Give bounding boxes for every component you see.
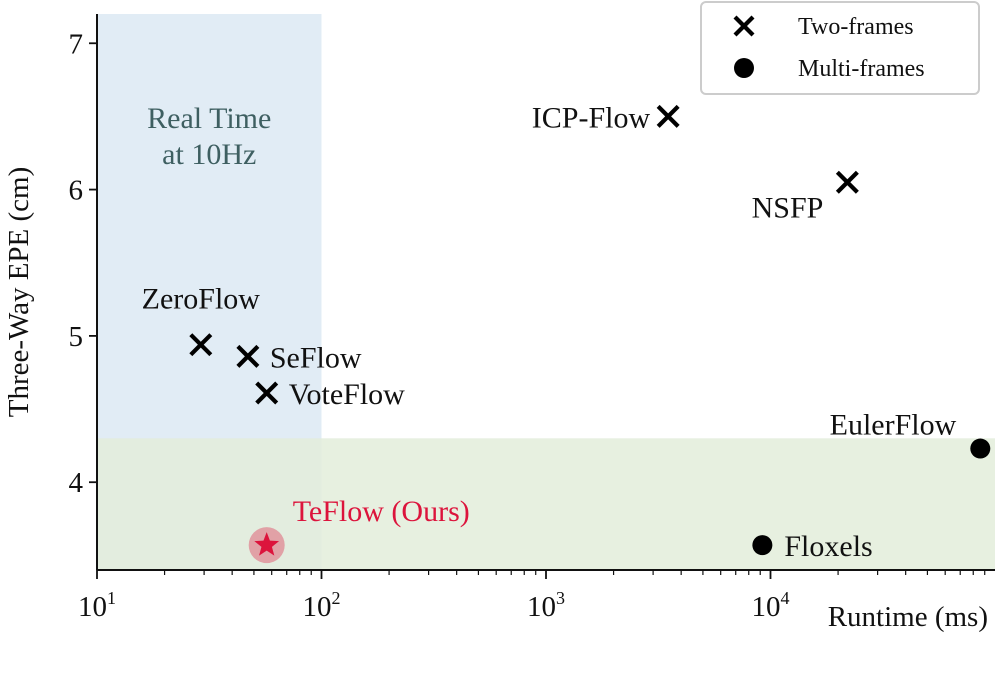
region-low-error — [97, 438, 995, 570]
point-label-voteflow: VoteFlow — [289, 378, 405, 411]
point-voteflow: VoteFlow — [255, 378, 405, 411]
x-tick-label: 103 — [527, 588, 565, 623]
legend-entry-two-frames: Two-frames — [733, 14, 914, 40]
axes: 4 5 6 7 101 102 103 104 Runtime (ms) Three-Way EP… — [3, 14, 995, 633]
legend-label-multi-frames: Multi-frames — [798, 56, 925, 82]
marker-star — [254, 532, 280, 556]
marker-circle — [970, 438, 991, 459]
marker-x-stroke — [733, 15, 755, 37]
point-label-floxels: Floxels — [784, 530, 872, 563]
x-axis-title: Runtime (ms) — [828, 601, 988, 633]
region-label-real-time-1: at 10Hz — [162, 138, 256, 171]
point-label-nsfp: NSFP — [752, 191, 824, 224]
marker-x-stroke — [189, 333, 213, 357]
x-tick-label: 101 — [78, 588, 116, 623]
point-eulerflow: EulerFlow — [830, 409, 991, 459]
x-tick-label: 102 — [303, 588, 341, 623]
legend-box — [700, 1, 980, 95]
point-zeroflow: ZeroFlow — [142, 283, 261, 357]
marker-x-stroke — [255, 381, 279, 405]
point-label-teflow-ours: TeFlow (Ours) — [293, 495, 470, 528]
y-tick-label: 4 — [69, 467, 84, 499]
y-tick-label: 7 — [69, 28, 84, 60]
legend-label-two-frames: Two-frames — [798, 14, 914, 40]
legend-marker-circle — [734, 58, 754, 78]
marker-circle — [752, 535, 773, 556]
point-label-seflow: SeFlow — [270, 341, 362, 374]
point-label-icp-flow: ICP-Flow — [532, 101, 651, 134]
region-label-real-time-0: Real Time — [147, 102, 271, 135]
marker-x-stroke — [835, 170, 859, 194]
y-tick-label: 6 — [69, 175, 84, 207]
point-label-zeroflow: ZeroFlow — [142, 283, 261, 316]
point-label-eulerflow: EulerFlow — [830, 409, 957, 442]
legend-entry-multi-frames: Multi-frames — [734, 56, 925, 82]
marker-x-stroke — [236, 344, 260, 368]
point-icp-flow: ICP-Flow — [532, 101, 680, 134]
marker-x-stroke — [656, 104, 680, 128]
point-floxels: Floxels — [752, 530, 873, 563]
y-tick-label: 5 — [69, 321, 84, 353]
point-nsfp: NSFP — [752, 170, 859, 224]
point-teflow-ours: TeFlow (Ours) — [248, 495, 470, 564]
x-tick-label: 104 — [752, 588, 790, 623]
point-seflow: SeFlow — [236, 341, 362, 374]
y-axis-title: Three-Way EPE (cm) — [3, 167, 35, 418]
